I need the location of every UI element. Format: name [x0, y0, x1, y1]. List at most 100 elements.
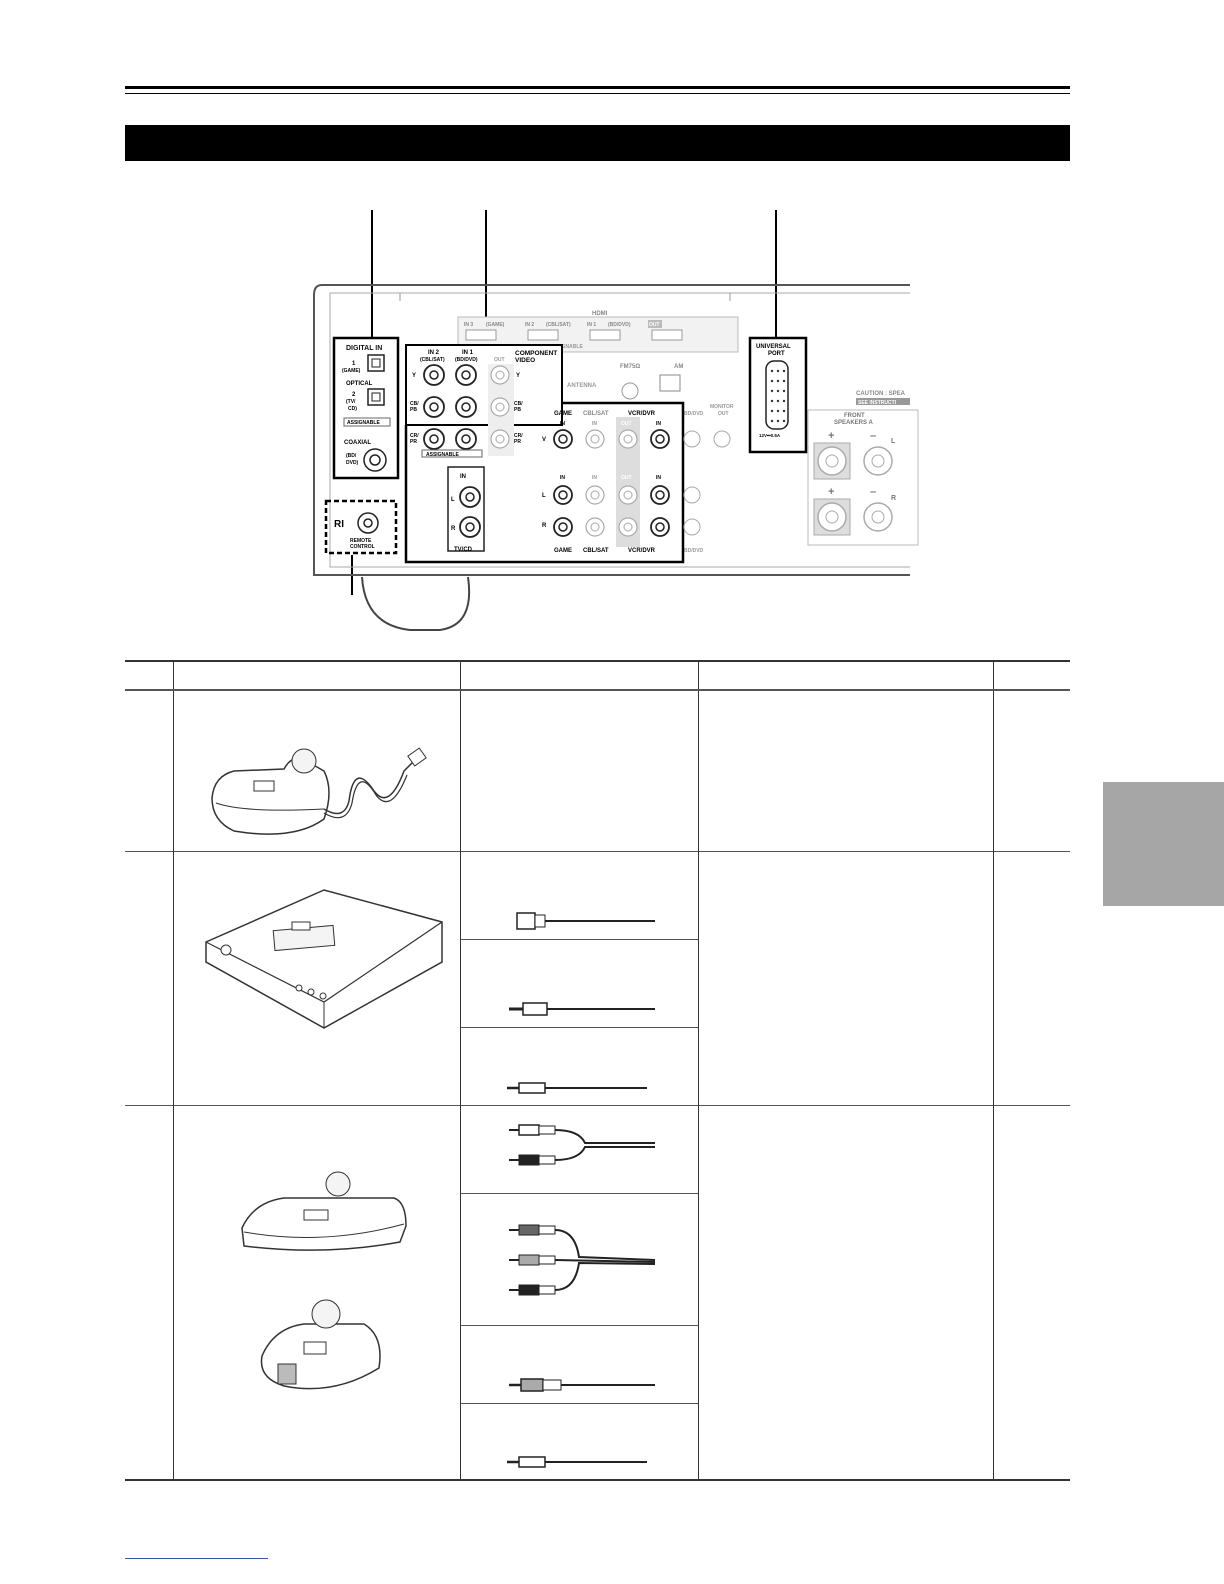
svg-text:GAME: GAME [554, 411, 572, 417]
svg-text:+: + [828, 486, 834, 498]
svg-text:FRONT: FRONT [844, 413, 865, 419]
svg-text:PR: PR [514, 439, 521, 445]
remote-control-symbol: RI [334, 519, 344, 530]
header-page [992, 660, 1070, 691]
connection-table [125, 660, 1070, 1481]
header-no [125, 660, 173, 691]
rear-panel-illustration: DIGITAL IN 1 (GAME) OPTICAL 2 (TV/ CD) A… [313, 210, 919, 631]
svg-text:REMOTE: REMOTE [350, 538, 372, 544]
svg-text:CB/: CB/ [410, 401, 419, 407]
svg-text:–: – [870, 486, 876, 498]
header-cable [459, 660, 698, 691]
av-input-box [404, 401, 685, 564]
svg-text:IN: IN [592, 475, 597, 481]
description-cell [697, 690, 993, 852]
svg-text:(BD/DVD): (BD/DVD) [608, 322, 631, 328]
svg-text:(GAME): (GAME) [486, 322, 505, 328]
svg-text:2: 2 [352, 392, 356, 398]
svg-text:VCR/DVR: VCR/DVR [628, 411, 656, 417]
description-cell [697, 851, 993, 1106]
svg-text:(CBL/SAT): (CBL/SAT) [546, 322, 571, 328]
svg-text:(BD/: (BD/ [346, 453, 357, 459]
svg-text:–: – [870, 430, 876, 442]
svg-text:SEE INSTRUCTI: SEE INSTRUCTI [858, 400, 897, 406]
svg-text:IN: IN [656, 421, 661, 427]
section-title-bar [125, 125, 1070, 161]
cable-cell [459, 851, 698, 1106]
svg-text:CBL/SAT: CBL/SAT [583, 411, 609, 417]
svg-text:PB: PB [514, 407, 521, 413]
mini-plug-cable-icon [507, 1456, 647, 1468]
svg-text:VIDEO: VIDEO [515, 357, 535, 364]
svg-text:FM75Ω: FM75Ω [620, 364, 640, 370]
svg-text:UNIVERSAL: UNIVERSAL [756, 344, 791, 350]
cable-option [460, 1326, 698, 1404]
svg-text:12V⎓0.5A: 12V⎓0.5A [759, 433, 781, 438]
svg-text:OUT: OUT [621, 421, 632, 427]
svg-text:PB: PB [410, 407, 417, 413]
composite-av-cable-icon [509, 1224, 656, 1295]
cable-option [461, 1404, 698, 1476]
svg-text:OUT: OUT [718, 411, 729, 417]
svg-text:GAME: GAME [554, 548, 572, 554]
svg-text:SPEAKERS A: SPEAKERS A [834, 420, 873, 426]
svg-text:IN 2: IN 2 [428, 350, 440, 356]
svg-text:IN 2: IN 2 [525, 322, 534, 328]
svg-text:PORT: PORT [768, 351, 785, 357]
svg-text:Y: Y [412, 373, 416, 379]
chassis-outline [313, 284, 910, 576]
chassis-foot [361, 576, 471, 631]
row-number [125, 690, 173, 852]
svg-text:ASSIGNABLE: ASSIGNABLE [550, 344, 583, 350]
optical-cable-icon [516, 912, 655, 930]
row-number [125, 1106, 173, 1481]
svg-text:ASSIGNABLE: ASSIGNABLE [347, 420, 380, 426]
digital-in-heading: DIGITAL IN [346, 345, 382, 352]
page-cell [992, 1105, 1070, 1480]
optical-1-jack [367, 354, 385, 372]
component-jacks [423, 364, 510, 450]
av-jacks [553, 429, 670, 537]
am-antenna-terminal [659, 374, 681, 392]
svg-text:CR/: CR/ [410, 433, 419, 439]
hdmi-heading: HDMI [592, 311, 608, 317]
svg-text:L: L [542, 493, 546, 499]
svg-text:IN 3: IN 3 [464, 322, 473, 328]
svg-text:IN: IN [560, 421, 565, 427]
svg-text:BD/DVD: BD/DVD [684, 411, 704, 417]
svg-text:V: V [542, 437, 546, 443]
ipod-docks-image [240, 1171, 407, 1390]
cable-option [460, 940, 698, 1028]
svg-text:OPTICAL: OPTICAL [346, 381, 373, 387]
svg-text:IN: IN [560, 475, 565, 481]
product-illustration-cell [172, 1105, 460, 1480]
svg-text:CONTROL: CONTROL [350, 544, 375, 550]
svg-text:(CBL/SAT): (CBL/SAT) [420, 357, 445, 363]
table-row [125, 851, 1070, 1106]
table-row [125, 690, 1070, 852]
svg-text:VCR/DVR: VCR/DVR [628, 548, 656, 554]
svg-text:(TV/: (TV/ [346, 399, 356, 405]
header-rule-thin [125, 93, 1070, 94]
header-product [172, 660, 460, 691]
cable-option [460, 1194, 698, 1326]
mini-plug-cable-icon [507, 1082, 647, 1094]
header-rule-thick [125, 86, 1070, 89]
svg-text:IN: IN [656, 475, 661, 481]
cable-option [460, 852, 698, 940]
svg-text:OUT: OUT [494, 357, 505, 363]
svg-text:IN 1: IN 1 [462, 350, 474, 356]
svg-text:IN 1: IN 1 [587, 322, 596, 328]
page-cell [992, 851, 1070, 1106]
mono-rca-cable-icon [509, 1378, 655, 1392]
chapter-side-tab [1103, 782, 1224, 906]
svg-text:L: L [891, 438, 896, 445]
product-illustration-cell [172, 851, 460, 1106]
cable-cell [459, 1105, 698, 1480]
svg-text:L: L [451, 497, 455, 503]
footer-link-underline[interactable] [125, 1558, 268, 1559]
svg-text:CD): CD) [348, 406, 357, 412]
row-number [125, 852, 173, 1106]
svg-text:(GAME): (GAME) [342, 368, 361, 374]
svg-text:TV/CD: TV/CD [454, 547, 473, 553]
